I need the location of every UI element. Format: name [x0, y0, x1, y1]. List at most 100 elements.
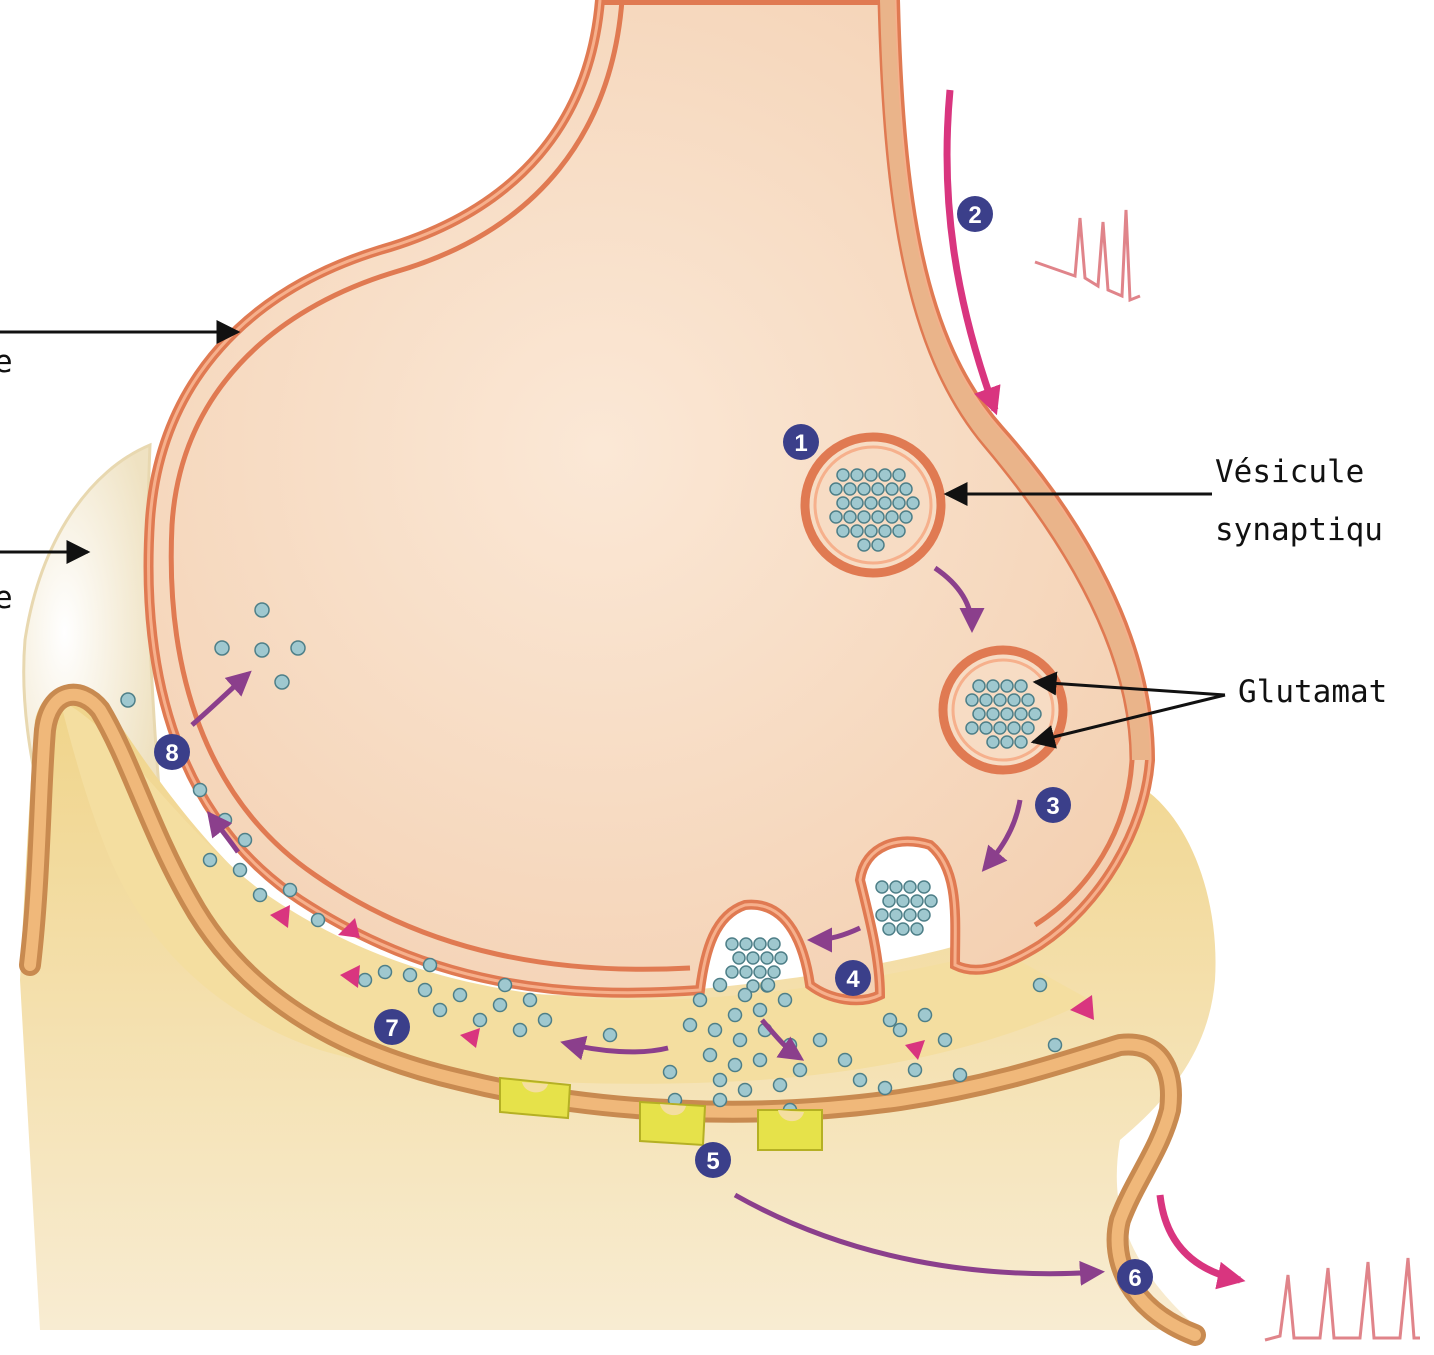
svg-text:5: 5	[706, 1148, 719, 1175]
glutamate-molecule	[851, 469, 863, 481]
glutamate-molecule	[973, 680, 985, 692]
glutamate-molecule	[886, 511, 898, 523]
glutamate-molecule	[747, 952, 759, 964]
glutamate-molecule	[893, 497, 905, 509]
label-left-mid: e	[0, 580, 13, 616]
glutamate-molecule	[1001, 680, 1013, 692]
vesicle-1	[805, 437, 941, 573]
glutamate-molecule	[255, 643, 269, 657]
glutamate-molecule	[740, 938, 752, 950]
receptor	[640, 1102, 705, 1145]
svg-text:7: 7	[385, 1015, 398, 1042]
glutamate-molecule	[911, 923, 923, 935]
step-badge-4: 4	[835, 960, 871, 996]
glutamate-molecule	[419, 984, 432, 997]
glutamate-molecule	[1001, 708, 1013, 720]
glutamate-molecule	[966, 694, 978, 706]
glutamate-molecule	[1049, 1039, 1062, 1052]
glutamate-molecule	[883, 923, 895, 935]
receptor	[758, 1110, 822, 1150]
step-badge-2: 2	[957, 196, 993, 232]
glutamate-molecule	[1015, 708, 1027, 720]
glutamate-molecule	[499, 979, 512, 992]
glutamate-molecule	[865, 525, 877, 537]
glutamate-molecule	[918, 909, 930, 921]
glutamate-molecule	[883, 895, 895, 907]
glutamate-molecule	[1034, 979, 1047, 992]
glutamate-molecule	[966, 722, 978, 734]
glutamate-molecule	[121, 693, 135, 707]
glutamate-molecule	[837, 525, 849, 537]
glutamate-molecule	[1015, 680, 1027, 692]
glutamate-molecule	[879, 497, 891, 509]
glutamate-molecule	[454, 989, 467, 1002]
glutamate-molecule	[215, 641, 229, 655]
glutamate-molecule	[275, 675, 289, 689]
glutamate-molecule	[754, 1054, 767, 1067]
glutamate-molecule	[739, 1084, 752, 1097]
glutamate-molecule	[359, 974, 372, 987]
glutamate-molecule	[830, 511, 842, 523]
glutamate-molecule	[939, 1034, 952, 1047]
glutamate-molecule	[733, 952, 745, 964]
glutamate-molecule	[858, 539, 870, 551]
glutamate-molecule	[775, 952, 787, 964]
glutamate-molecule	[830, 483, 842, 495]
svg-text:2: 2	[968, 202, 981, 229]
glutamate-molecule	[879, 1082, 892, 1095]
glutamate-molecule	[872, 539, 884, 551]
step-badge-7: 7	[374, 1009, 410, 1045]
glutamate-molecule	[886, 483, 898, 495]
label-vesicle-line1: Vésicule	[1215, 454, 1364, 490]
glutamate-molecule	[254, 889, 267, 902]
glutamate-molecule	[893, 469, 905, 481]
glutamate-molecule	[740, 966, 752, 978]
glutamate-molecule	[994, 694, 1006, 706]
glutamate-molecule	[1022, 722, 1034, 734]
glutamate-molecule	[524, 994, 537, 1007]
glutamate-molecule	[404, 969, 417, 982]
glutamate-molecule	[907, 497, 919, 509]
vesicle-2	[943, 650, 1063, 770]
label-glutamate: Glutamat	[1238, 674, 1387, 710]
glutamate-molecule	[604, 1029, 617, 1042]
glutamate-molecule	[754, 966, 766, 978]
glutamate-molecule	[684, 1019, 697, 1032]
step-badge-8: 8	[154, 734, 190, 770]
glutamate-molecule	[714, 1074, 727, 1087]
glutamate-molecule	[1008, 694, 1020, 706]
glutamate-molecule	[844, 483, 856, 495]
glutamate-molecule	[879, 525, 891, 537]
glutamate-molecule	[539, 1014, 552, 1027]
glutamate-molecule	[890, 881, 902, 893]
glutamate-molecule	[897, 923, 909, 935]
glutamate-molecule	[768, 966, 780, 978]
glutamate-molecule	[876, 881, 888, 893]
receptor	[500, 1078, 570, 1118]
glutamate-molecule	[664, 1066, 677, 1079]
glutamate-molecule	[1001, 736, 1013, 748]
step-badge-6: 6	[1117, 1259, 1153, 1295]
glutamate-molecule	[879, 469, 891, 481]
spike-trace-top	[1035, 210, 1140, 300]
glutamate-molecule	[739, 989, 752, 1002]
glutamate-molecule	[994, 722, 1006, 734]
label-left-top: e	[0, 344, 13, 380]
glutamate-molecule	[987, 736, 999, 748]
glutamate-molecule	[754, 1004, 767, 1017]
svg-text:3: 3	[1046, 793, 1059, 820]
glutamate-molecule	[911, 895, 923, 907]
glutamate-molecule	[714, 1094, 727, 1107]
glutamate-molecule	[494, 999, 507, 1012]
glutamate-molecule	[1008, 722, 1020, 734]
svg-text:4: 4	[846, 966, 860, 993]
glutamate-molecule	[729, 1009, 742, 1022]
glutamate-molecule	[762, 979, 775, 992]
glutamate-molecule	[851, 497, 863, 509]
glutamate-molecule	[204, 854, 217, 867]
glutamate-molecule	[954, 1069, 967, 1082]
step-badge-1: 1	[783, 424, 819, 460]
glutamate-molecule	[918, 881, 930, 893]
glutamate-molecule	[255, 603, 269, 617]
glutamate-molecule	[909, 1064, 922, 1077]
